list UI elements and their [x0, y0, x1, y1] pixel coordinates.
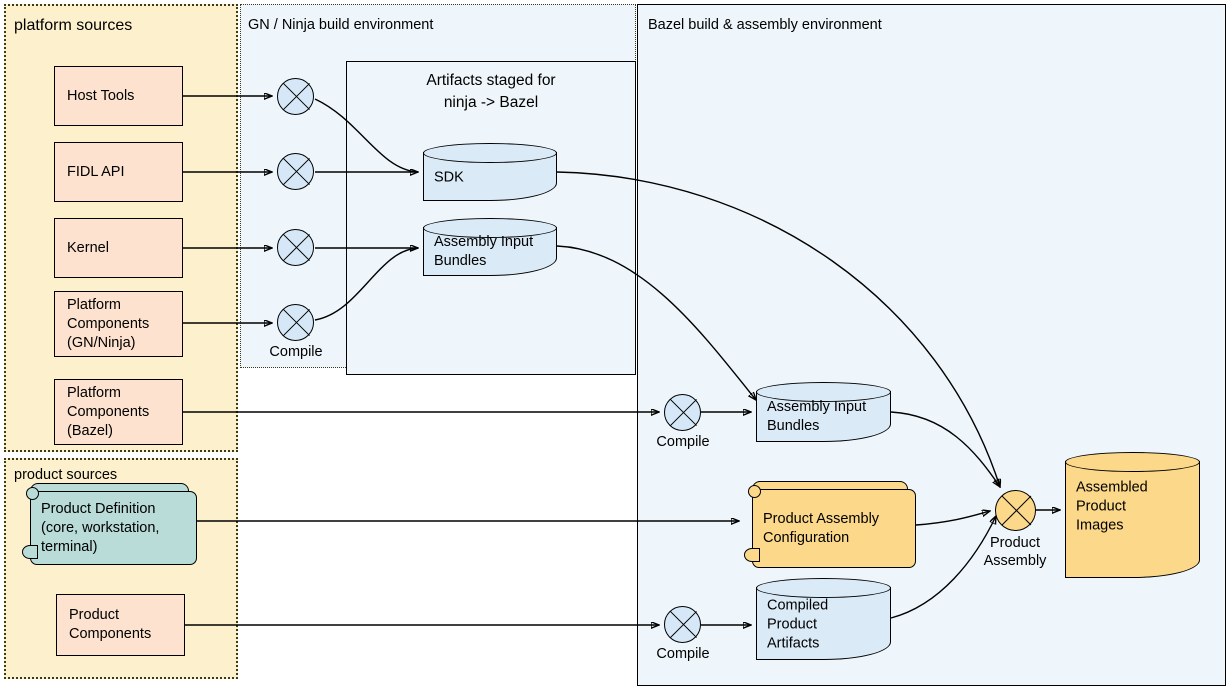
region-platform-sources-label: platform sources — [14, 17, 133, 34]
node-host-tools[interactable]: Host Tools — [54, 66, 183, 126]
artifact-assembly-input-bundles-bazel[interactable]: Assembly Input Bundles — [756, 382, 891, 442]
artifact-product-assembly-configuration-label: Product Assembly Configuration — [763, 510, 880, 546]
compile-node-platform-components[interactable] — [277, 304, 314, 341]
artifact-sdk-label: SDK — [434, 169, 464, 186]
node-platform-components-bazel[interactable]: Platform Components (Bazel) — [54, 379, 183, 445]
document-body: Product Definition (core, workstation, t… — [30, 491, 197, 565]
cylinder-cap — [756, 578, 891, 598]
compile-node-fidl-api[interactable] — [277, 153, 314, 190]
region-product-sources-label: product sources — [14, 467, 118, 483]
document-knob-bottom-left-icon — [744, 548, 760, 562]
node-host-tools-label: Host Tools — [67, 87, 135, 104]
document-knob-bottom-left-icon — [22, 545, 38, 559]
node-product-assembly[interactable] — [995, 490, 1036, 531]
compile-node-product-components-label: Compile — [656, 646, 710, 662]
document-knob-top-left-icon — [748, 485, 761, 498]
document-knob-top-left-icon — [26, 487, 39, 500]
compile-node-platform-components-bazel[interactable] — [664, 394, 701, 431]
artifact-product-assembly-configuration[interactable]: Product Assembly Configuration — [744, 481, 916, 568]
compile-node-product-components[interactable] — [664, 606, 701, 643]
artifact-assembled-product-images[interactable]: Assembled Product Images — [1065, 452, 1200, 578]
node-product-components[interactable]: Product Components — [56, 594, 185, 656]
document-body: Product Assembly Configuration — [752, 489, 916, 568]
node-product-definition-label: Product Definition (core, workstation, t… — [41, 500, 160, 555]
compile-node-kernel[interactable] — [277, 229, 314, 266]
node-platform-components-gn-ninja-label: Platform Components (GN/Ninja) — [67, 296, 150, 351]
artifact-compiled-product-artifacts[interactable]: Compiled Product Artifacts — [756, 578, 891, 660]
region-artifacts-staged-label-line2: ninja -> Bazel — [443, 94, 539, 111]
compile-node-host-tools[interactable] — [277, 78, 314, 115]
region-bazel-environment — [637, 4, 1226, 686]
artifact-assembly-input-bundles-gn[interactable]: Assembly Input Bundles — [423, 218, 557, 276]
region-artifacts-staged-label-line1: Artifacts staged for — [426, 72, 556, 89]
node-product-definition[interactable]: Product Definition (core, workstation, t… — [22, 483, 197, 565]
artifact-assembled-product-images-label: Assembled Product Images — [1076, 479, 1148, 534]
region-bazel-environment-label: Bazel build & assembly environment — [648, 17, 882, 33]
region-gn-ninja-label: GN / Ninja build environment — [248, 17, 434, 33]
node-fidl-api[interactable]: FIDL API — [54, 142, 183, 202]
cylinder-cap — [423, 143, 557, 163]
cylinder-cap — [423, 218, 557, 238]
cylinder-body — [756, 587, 891, 660]
artifact-compiled-product-artifacts-label: Compiled Product Artifacts — [767, 597, 829, 652]
node-kernel[interactable]: Kernel — [54, 218, 183, 278]
compile-node-platform-components-bazel-label: Compile — [656, 434, 710, 450]
cylinder-body — [1065, 461, 1200, 578]
node-platform-components-gn-ninja[interactable]: Platform Components (GN/Ninja) — [54, 291, 183, 357]
node-platform-components-bazel-label: Platform Components (Bazel) — [67, 384, 150, 439]
artifact-assembly-input-bundles-gn-label: Assembly Input Bundles — [434, 233, 534, 269]
artifact-sdk[interactable]: SDK — [423, 143, 557, 201]
cylinder-cap — [1065, 452, 1200, 472]
compile-node-platform-components-label: Compile — [269, 344, 323, 360]
node-product-components-label: Product Components — [69, 607, 152, 642]
node-product-assembly-label: Product Assembly — [983, 535, 1047, 569]
node-kernel-label: Kernel — [67, 239, 109, 256]
node-fidl-api-label: FIDL API — [67, 163, 125, 180]
artifact-assembly-input-bundles-bazel-label: Assembly Input Bundles — [767, 398, 867, 434]
